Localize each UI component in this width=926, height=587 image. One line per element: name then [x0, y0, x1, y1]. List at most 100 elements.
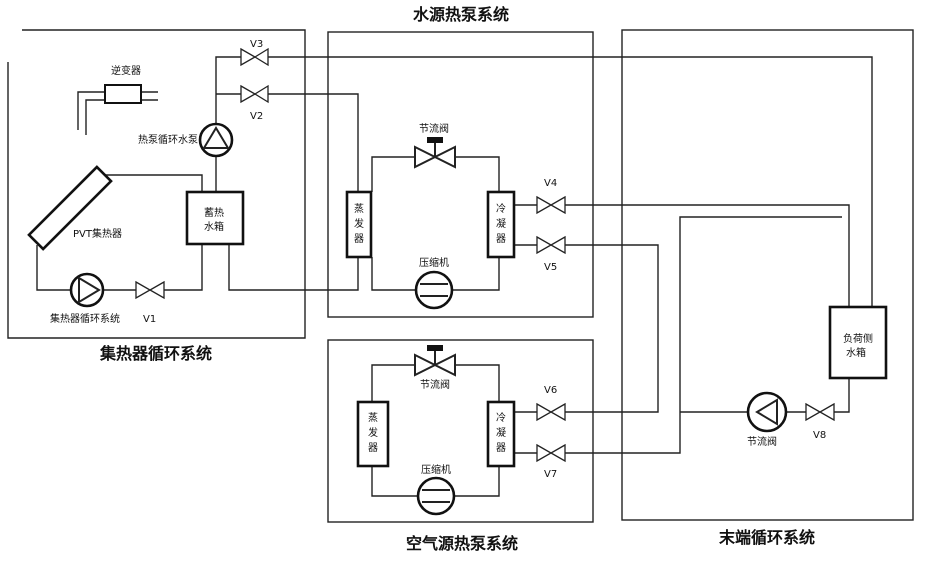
inverter-wire-left-2 — [85, 99, 105, 135]
v5-label: V5 — [544, 262, 557, 273]
cond-1-char-1: 冷 — [496, 202, 506, 215]
load-tank — [828, 305, 888, 380]
terminal-title: 末端循环系统 — [719, 528, 815, 547]
valve-icon — [536, 235, 566, 255]
water-source-boundary — [327, 31, 594, 318]
valve-v4 — [536, 195, 566, 215]
wshp-evap-to-comp — [371, 257, 416, 291]
inverter-wire-right — [141, 91, 158, 101]
valve-v7 — [536, 443, 566, 463]
compressor-1-label: 压缩机 — [419, 256, 449, 269]
water-source-title: 水源热泵系统 — [413, 5, 509, 24]
storage-return-to-evap — [228, 244, 359, 291]
collector-system-boundary — [7, 29, 306, 339]
v4-label: V4 — [544, 178, 557, 189]
evap-2-char-3: 器 — [368, 442, 378, 454]
terminal-pump-label: 节流阀 — [747, 435, 777, 448]
pvt-collector — [27, 165, 113, 251]
load-tank-label-1: 负荷侧 — [843, 332, 873, 345]
v3-label: V3 — [250, 39, 263, 50]
compressor-1 — [414, 270, 454, 310]
evaporator-2 — [356, 400, 390, 468]
v5-v6-header — [565, 244, 659, 413]
valve-icon — [536, 195, 566, 215]
throttle-1-label: 节流阀 — [419, 122, 449, 135]
evaporator-1 — [345, 190, 373, 259]
valve-v1 — [135, 280, 165, 300]
evap-1-char-3: 器 — [354, 233, 364, 245]
terminal-boundary — [621, 29, 914, 521]
hp-pump-to-v3 — [215, 56, 241, 124]
v6-label: V6 — [544, 385, 557, 396]
inverter-label: 逆变器 — [111, 64, 141, 77]
pvt-to-collector-pump — [36, 245, 72, 291]
evap-2-char-1: 蒸 — [368, 412, 378, 424]
collector-pump-label: 集热器循环系统 — [50, 312, 120, 325]
pump-triangle-icon — [78, 276, 101, 304]
throttle-actuator — [427, 137, 443, 143]
collector-title: 集热器循环系统 — [99, 344, 212, 363]
hp-pump-label: 热泵循环水泵 — [138, 133, 198, 146]
cond-1-char-3: 器 — [496, 233, 506, 245]
compressor-2-label: 压缩机 — [421, 463, 451, 476]
valve-v6 — [536, 402, 566, 422]
v2-label: V2 — [250, 111, 263, 122]
condenser-1 — [486, 190, 516, 259]
valve-icon — [135, 280, 165, 300]
compressor-icon — [422, 489, 450, 503]
v8-label: V8 — [813, 430, 826, 441]
cond-2-char-2: 凝 — [496, 427, 506, 439]
valve-v3 — [240, 47, 269, 67]
valve-icon — [240, 84, 269, 104]
v7-label: V7 — [544, 469, 557, 480]
ashp-comp-to-cond — [454, 466, 500, 497]
throttle-valve-2 — [414, 345, 456, 377]
throttle-valve-1 — [414, 137, 456, 169]
evap-1-char-2: 发 — [354, 217, 364, 230]
v3-to-load-tank — [268, 56, 873, 307]
valve-v5 — [536, 235, 566, 255]
v1-to-storage — [164, 244, 203, 291]
pvt-label: PVT集热器 — [73, 227, 122, 240]
cond-1-char-2: 凝 — [496, 218, 506, 230]
storage-tank-label-2: 水箱 — [204, 220, 224, 233]
condenser-2 — [486, 400, 516, 468]
wshp-comp-to-cond — [452, 257, 500, 291]
storage-tank — [185, 190, 245, 246]
storage-tank-label-1: 蓄热 — [204, 206, 224, 219]
valve-v8 — [805, 402, 835, 422]
ashp-throttle-to-cond — [455, 364, 500, 402]
v8-to-load-tank — [834, 378, 850, 413]
pvt-to-storage — [97, 174, 203, 192]
terminal-pump-circle — [746, 391, 788, 433]
valve-icon — [536, 402, 566, 422]
cond-2-char-3: 器 — [496, 442, 506, 454]
evap-1-char-1: 蒸 — [354, 203, 364, 215]
valve-v2 — [240, 84, 269, 104]
valve-icon — [805, 402, 835, 422]
v4-to-load-tank — [565, 204, 850, 307]
load-tank-label-2: 水箱 — [846, 346, 866, 359]
compressor-2 — [416, 476, 456, 516]
v2-to-evaporator — [268, 93, 359, 192]
ashp-evap-to-throttle — [371, 364, 415, 402]
valve-icon — [536, 443, 566, 463]
evap-2-char-2: 发 — [368, 426, 378, 439]
inverter-box — [104, 84, 142, 104]
wshp-evap-to-throttle — [371, 156, 415, 192]
v7-return-header — [565, 216, 842, 454]
ashp-evap-to-comp — [371, 466, 418, 497]
air-source-title: 空气源热泵系统 — [406, 534, 518, 553]
valve-icon — [240, 47, 269, 67]
wshp-throttle-to-cond — [455, 156, 500, 192]
compressor-icon — [420, 283, 448, 297]
v1-label: V1 — [143, 314, 156, 325]
inverter-wire-left — [77, 91, 105, 130]
throttle-2-label: 节流阀 — [420, 378, 450, 391]
air-source-boundary — [327, 339, 594, 523]
cond-2-char-1: 冷 — [496, 411, 506, 424]
throttle-actuator — [427, 345, 443, 351]
pump-triangle-icon — [202, 126, 230, 149]
pump-triangle-icon — [755, 398, 778, 426]
